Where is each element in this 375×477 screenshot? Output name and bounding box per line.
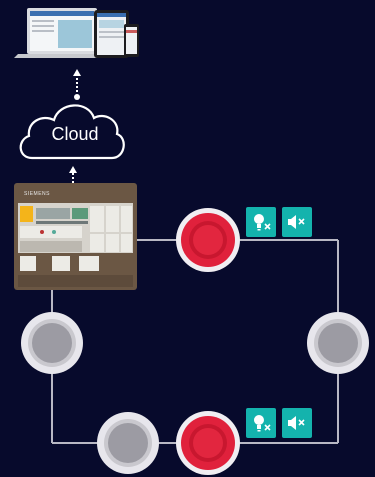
sound-muted-badge-top [282, 207, 312, 237]
cloud-node-dot [74, 94, 80, 100]
detector-right[interactable] [307, 312, 369, 374]
sound-muted-icon [288, 416, 305, 430]
light-off-icon [254, 214, 271, 231]
detector-left[interactable] [21, 312, 83, 374]
light-off-icon [254, 415, 271, 432]
cloud-icon [19, 104, 125, 160]
panel-brand: SIEMENS [24, 191, 51, 197]
upload-arrow-top [73, 69, 81, 92]
alarm-bottom[interactable] [176, 411, 240, 475]
devices-icon [14, 8, 139, 58]
light-off-badge-top [246, 207, 276, 237]
control-panel[interactable]: SIEMENS [14, 183, 137, 290]
sound-muted-badge-bottom [282, 408, 312, 438]
cloud-label: Cloud [51, 124, 99, 144]
alarm-top[interactable] [176, 208, 240, 272]
panel-face [18, 203, 133, 287]
detector-bottom[interactable] [97, 412, 159, 474]
upload-arrow-bottom [69, 166, 77, 187]
sound-muted-icon [288, 215, 305, 229]
light-off-badge-bottom [246, 408, 276, 438]
